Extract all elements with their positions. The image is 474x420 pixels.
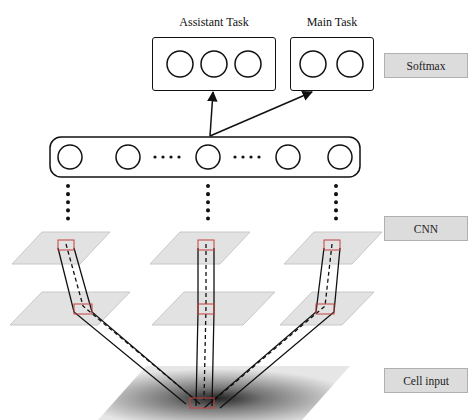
task-box: Assistant Task xyxy=(152,37,276,91)
ellipsis-dots xyxy=(153,155,260,158)
neuron xyxy=(300,51,326,77)
feature-layer xyxy=(50,137,360,177)
kernel-column xyxy=(58,244,340,408)
feature-map xyxy=(12,232,382,264)
task-heading: Assistant Task xyxy=(113,15,315,30)
neuron xyxy=(196,145,220,169)
layer-label: CNN xyxy=(414,223,438,235)
task-box: Main Task xyxy=(290,37,374,91)
feature-map xyxy=(10,292,374,325)
layer-label-box: Cell input xyxy=(384,368,468,393)
neuron xyxy=(58,145,82,169)
neuron xyxy=(167,51,193,77)
layer-label-box: CNN xyxy=(384,216,468,241)
task-heading: Main Task xyxy=(251,15,413,30)
output-arrow xyxy=(210,92,312,136)
layer-label: Cell input xyxy=(403,375,449,387)
dotted-connector xyxy=(68,186,336,224)
layer-label: Softmax xyxy=(407,60,446,72)
neuron xyxy=(337,51,363,77)
neuron xyxy=(235,51,261,77)
output-arrow xyxy=(210,92,213,136)
feature-neurons xyxy=(58,145,352,169)
neuron xyxy=(201,51,227,77)
neuron xyxy=(276,145,300,169)
cell-image xyxy=(98,366,350,420)
layer-label-box: Softmax xyxy=(384,53,468,78)
neuron xyxy=(328,145,352,169)
output-neurons xyxy=(167,51,363,77)
neuron xyxy=(116,145,140,169)
kernel-window xyxy=(58,240,340,408)
